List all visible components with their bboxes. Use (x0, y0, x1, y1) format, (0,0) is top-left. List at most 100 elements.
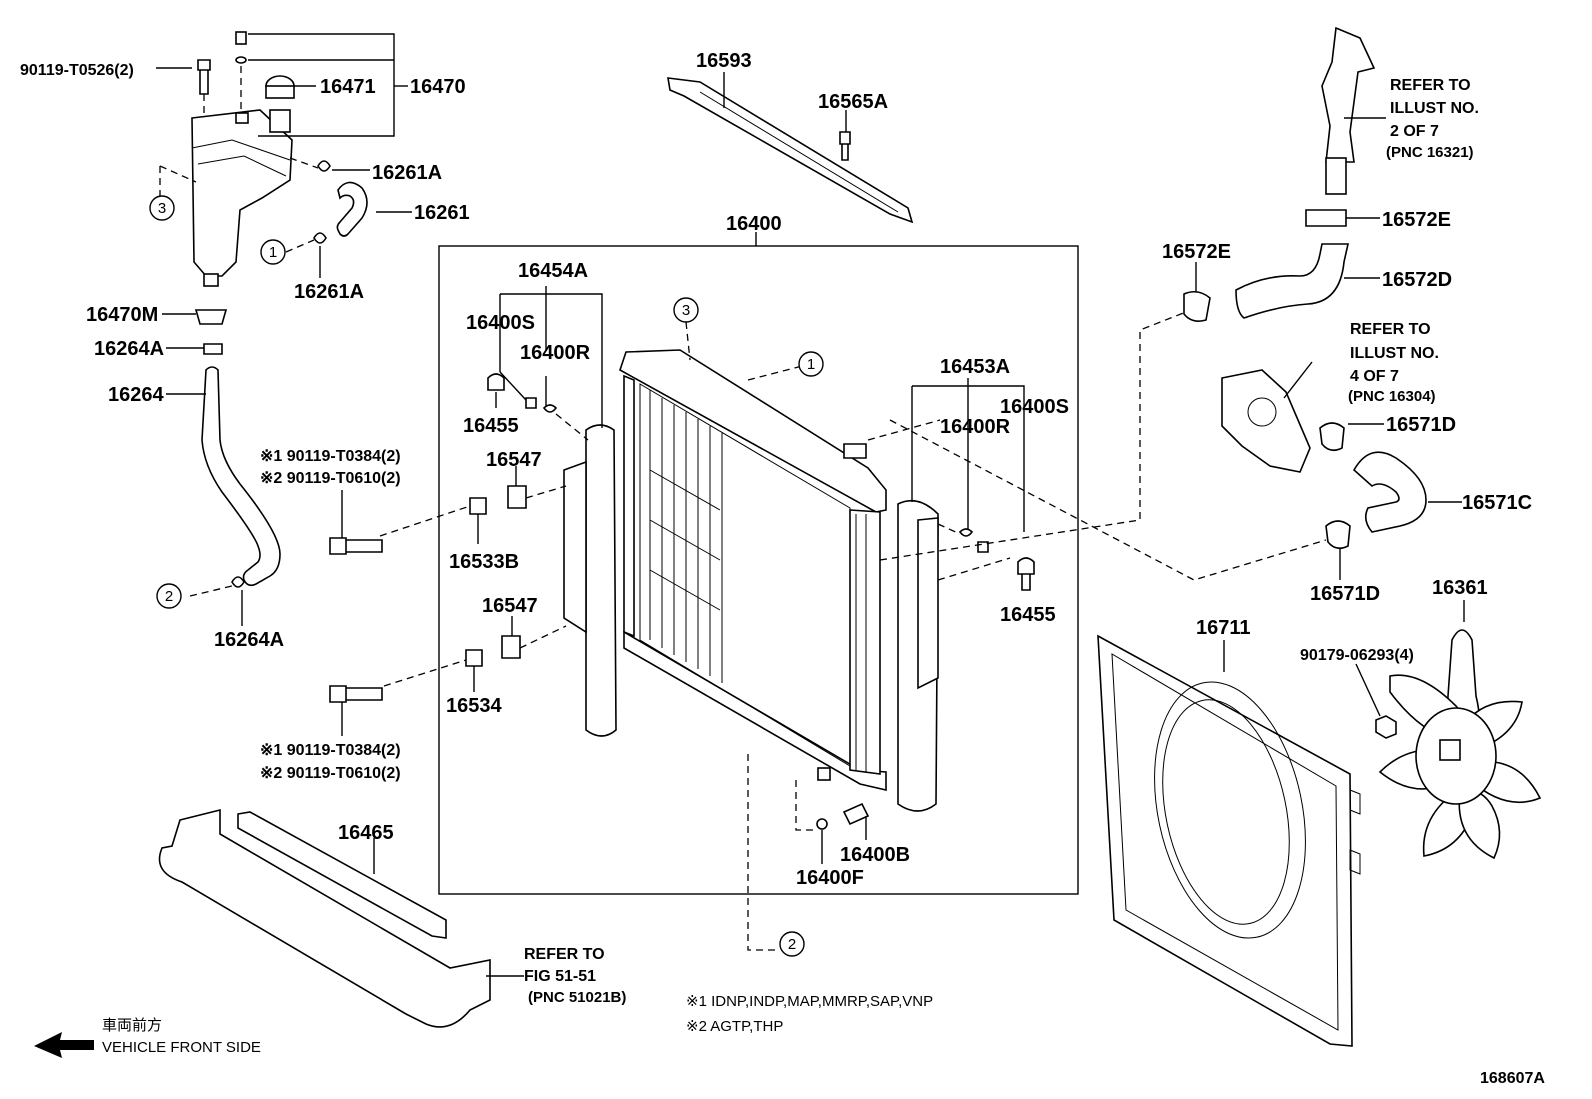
callout-16264: 16264 (108, 384, 164, 406)
refer-note-illust-2: REFER TO ILLUST NO. 2 OF 7 (PNC 16321) (1386, 77, 1479, 161)
callout-90179-06293: 90179-06293(4) (1300, 647, 1414, 664)
bolt-upper (329, 537, 383, 555)
callout-16571D-lower: 16571D (1310, 583, 1380, 605)
bushing-16533B (469, 497, 487, 515)
callout-16400R-right: 16400R (940, 416, 1011, 438)
callout-16264A-upper: 16264A (94, 338, 164, 360)
circle-ref-3-left: 3 (149, 195, 175, 221)
seal-16465 (237, 811, 447, 939)
clamp-upper (317, 160, 331, 172)
nut-90179 (1375, 715, 1397, 739)
callout-16572E-upper: 16572E (1382, 209, 1451, 231)
circle-ref-2-left: 2 (156, 583, 182, 609)
clamp-16572E-left (1183, 290, 1211, 322)
svg-text:2: 2 (165, 588, 173, 605)
clamp-16571D-upper (1319, 422, 1345, 452)
grommet-16470M (194, 309, 228, 325)
footnote-1: ※1 IDNP,INDP,MAP,MMRP,SAP,VNP (686, 993, 933, 1010)
radiator-inlet (843, 443, 867, 459)
callout-16571D-upper: 16571D (1386, 414, 1456, 436)
svg-text:(PNC 16321): (PNC 16321) (1386, 144, 1474, 161)
callout-16400R-left: 16400R (520, 342, 591, 364)
fan-shroud-16711 (1097, 634, 1361, 1047)
callout-16465: 16465 (338, 822, 394, 844)
reservoir-tank-assembly (156, 31, 412, 287)
svg-text:FIG 51-51: FIG 51-51 (524, 968, 596, 985)
callout-16400: 16400 (726, 213, 782, 235)
part-16455-left (487, 373, 505, 391)
callout-16261: 16261 (414, 202, 470, 224)
clamp-lower (313, 232, 327, 244)
callout-16571C: 16571C (1462, 492, 1532, 514)
svg-text:REFER TO: REFER TO (1350, 321, 1431, 338)
svg-text:(PNC 16304): (PNC 16304) (1348, 388, 1436, 405)
part-16400S-right (977, 541, 989, 553)
svg-text:ILLUST NO.: ILLUST NO. (1350, 345, 1439, 362)
part-16455-right (1017, 557, 1035, 591)
callout-16534: 16534 (446, 695, 502, 717)
callout-16400S-left: 16400S (466, 312, 535, 334)
diagram-id: 168607A (1480, 1070, 1545, 1087)
callout-16470: 16470 (410, 76, 466, 98)
bolt-lower (329, 685, 383, 703)
bushing-16534 (465, 649, 483, 667)
callout-16572E-left: 16572E (1162, 241, 1231, 263)
callout-16361: 16361 (1432, 577, 1488, 599)
hose-16264 (201, 366, 281, 587)
svg-text:REFER TO: REFER TO (1390, 77, 1471, 94)
svg-text:(PNC 51021B): (PNC 51021B) (528, 989, 626, 1006)
reservoir-neck (269, 109, 291, 133)
support-16454A (585, 424, 617, 737)
callout-16454A: 16454A (518, 260, 588, 282)
reservoir-plug (235, 31, 247, 45)
svg-text:4 OF 7: 4 OF 7 (1350, 368, 1399, 385)
radiator-support-16593 (667, 77, 914, 224)
part-16400F (816, 818, 828, 830)
reservoir-outlet (203, 273, 219, 287)
water-outlet-16321 (1321, 26, 1376, 163)
callout-16470M: 16470M (86, 304, 158, 326)
callout-16547-upper: 16547 (486, 449, 542, 471)
reservoir-bolt (197, 59, 211, 95)
reservoir-oring (235, 56, 247, 64)
clamp-16264A-upper (203, 343, 223, 355)
bolt-note-lower-2: ※2 90119-T0610(2) (260, 765, 401, 782)
callout-16261A-upper: 16261A (372, 162, 442, 184)
svg-text:ILLUST NO.: ILLUST NO. (1390, 100, 1479, 117)
callout-16264A-lower: 16264A (214, 629, 284, 651)
cushion-16547-upper (507, 485, 527, 509)
callout-16711: 16711 (1196, 617, 1251, 639)
lower-support-51021B (158, 808, 491, 1028)
svg-text:1: 1 (807, 356, 815, 373)
svg-text:2 OF 7: 2 OF 7 (1390, 123, 1439, 140)
front-direction-arrow-icon (34, 1032, 94, 1058)
callout-16400B: 16400B (840, 844, 910, 866)
svg-text:3: 3 (158, 200, 166, 217)
radiator-core (619, 349, 887, 792)
bolt-16565A (839, 131, 851, 161)
clamp-16264A-lower (231, 576, 245, 588)
hose-16571C (1352, 451, 1427, 533)
radiator-assembly-box (438, 245, 1079, 895)
water-pump-16304 (1221, 369, 1311, 473)
callout-16455-left: 16455 (463, 415, 519, 437)
circle-ref-3-core: 3 (673, 297, 699, 323)
svg-text:REFER TO: REFER TO (524, 946, 605, 963)
direction-label-en: VEHICLE FRONT SIDE (102, 1039, 261, 1056)
callout-16565A: 16565A (818, 91, 888, 113)
callout-16400S-right: 16400S (1000, 396, 1069, 418)
callout-16261A-lower: 16261A (294, 281, 364, 303)
callout-16547-lower: 16547 (482, 595, 538, 617)
callout-16400F: 16400F (796, 867, 864, 889)
footnote-2: ※2 AGTP,THP (686, 1018, 783, 1035)
bolt-note-upper-2: ※2 90119-T0610(2) (260, 470, 401, 487)
refer-note-fig-51: REFER TO FIG 51-51 (PNC 51021B) (524, 946, 626, 1006)
callout-16593: 16593 (696, 50, 752, 72)
circle-ref-1-left: 1 (260, 239, 286, 265)
cooling-fan-16361 (1378, 629, 1542, 860)
callout-90119-T0526: 90119-T0526(2) (20, 62, 134, 79)
hose-16261 (336, 181, 368, 237)
svg-text:2: 2 (788, 936, 796, 953)
